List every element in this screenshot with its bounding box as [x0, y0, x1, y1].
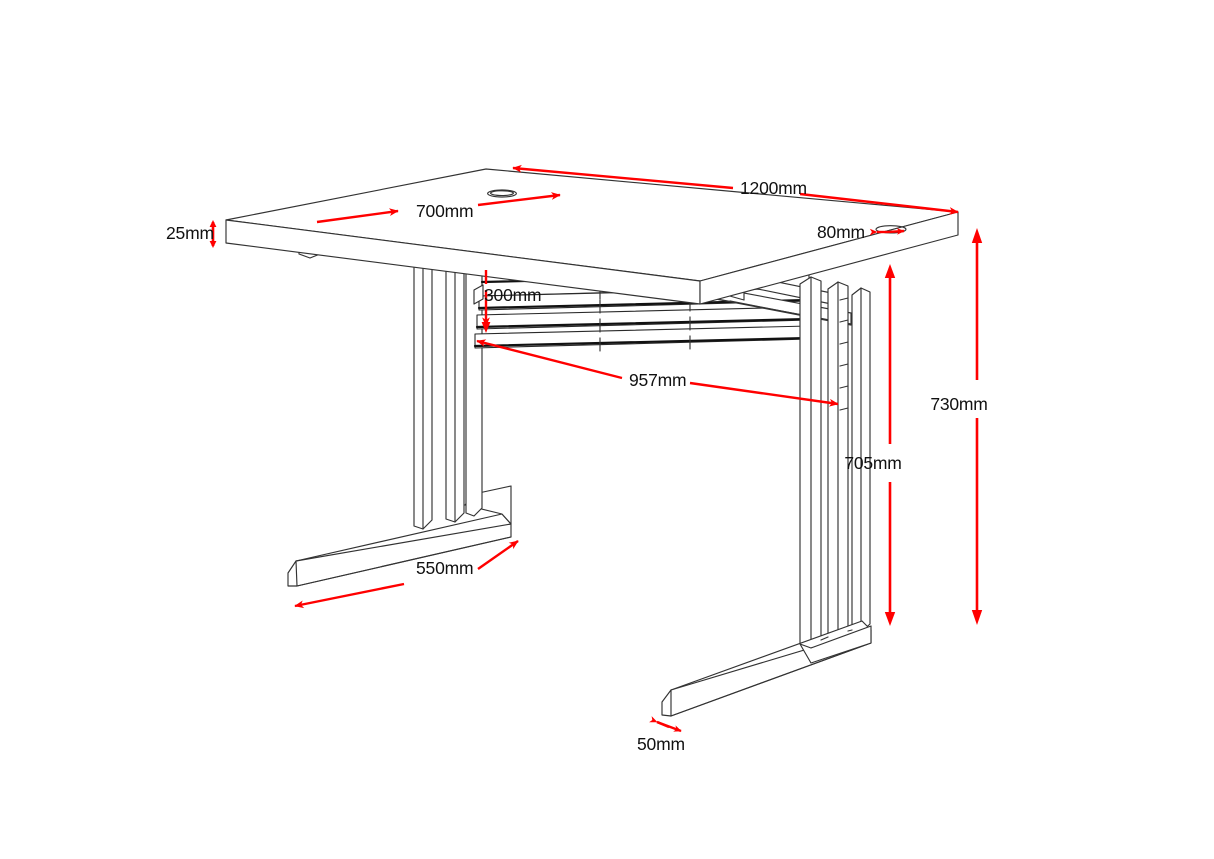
dimension-foot-depth: 550mm — [294, 540, 519, 609]
right-foot-bar — [661, 620, 872, 717]
cable-grommet-left-inner — [490, 190, 514, 197]
dim-label-modesty-drop: 300mm — [484, 285, 541, 305]
dimension-overall-height: 730mm — [930, 228, 988, 625]
dim-label-overall-height: 730mm — [930, 394, 987, 414]
dimension-foot-section: 50mm — [637, 716, 685, 754]
dim-730mm-arrowhead-top — [971, 228, 983, 243]
dimension-beam-span: 957mm — [476, 339, 839, 407]
dimension-clear-height: 705mm — [844, 264, 902, 626]
dim-700mm-line-left — [316, 208, 399, 224]
dim-730mm-arrowhead-bottom — [971, 610, 983, 625]
modesty-left-endcap — [473, 284, 484, 305]
dim-957mm-line-right — [689, 381, 839, 407]
dim-label-foot-section: 50mm — [637, 734, 685, 754]
right-foot-riser — [799, 625, 872, 664]
dim-705mm-arrowhead-bottom — [884, 612, 896, 626]
dim-50mm-line-right — [656, 720, 682, 733]
slat-lower-shadow — [473, 336, 811, 348]
dimension-top-width: 1200mm — [512, 164, 959, 215]
dim-label-foot-depth: 550mm — [416, 558, 473, 578]
dimension-grommet-width: 80mm — [817, 222, 905, 242]
dim-957mm-line-left — [476, 339, 623, 380]
dim-700mm-line-right — [477, 192, 561, 207]
dim-25mm-arrowhead-bottom — [209, 241, 217, 248]
cable-grommet-left — [487, 189, 517, 198]
dim-25mm-arrowhead-top — [209, 220, 217, 227]
dim-1200mm-line-right — [799, 192, 959, 215]
dim-550mm-line-left — [294, 582, 405, 609]
right-foot-notch — [820, 629, 853, 641]
dimension-top-depth: 700mm — [316, 192, 561, 224]
dim-label-top-width: 1200mm — [740, 178, 807, 198]
dim-label-beam-span: 957mm — [629, 370, 686, 390]
left-foot-top-edge — [295, 523, 512, 587]
dim-label-grommet-width: 80mm — [817, 222, 865, 242]
dim-300mm-arrowhead — [481, 322, 491, 333]
desktop — [225, 168, 959, 305]
dimension-modesty-drop: 300mm — [481, 270, 542, 333]
right-leg-assembly — [661, 261, 872, 717]
dim-550mm-line-right — [477, 540, 519, 570]
dim-1200mm-line-left — [512, 164, 734, 190]
dim-label-top-thickness: 25mm — [166, 223, 214, 243]
cable-clips — [839, 297, 849, 411]
slat-third-shadow — [475, 317, 811, 329]
dim-label-top-depth: 700mm — [416, 201, 473, 221]
dim-705mm-arrowhead-top — [884, 264, 896, 278]
dim-label-clear-height: 705mm — [844, 453, 901, 473]
dimension-top-thickness: 25mm — [166, 220, 217, 248]
left-leg-assembly — [287, 231, 512, 587]
desk-geometry — [225, 168, 959, 717]
dim-80mm-line-right — [887, 228, 905, 235]
left-foot-bar — [287, 513, 512, 587]
